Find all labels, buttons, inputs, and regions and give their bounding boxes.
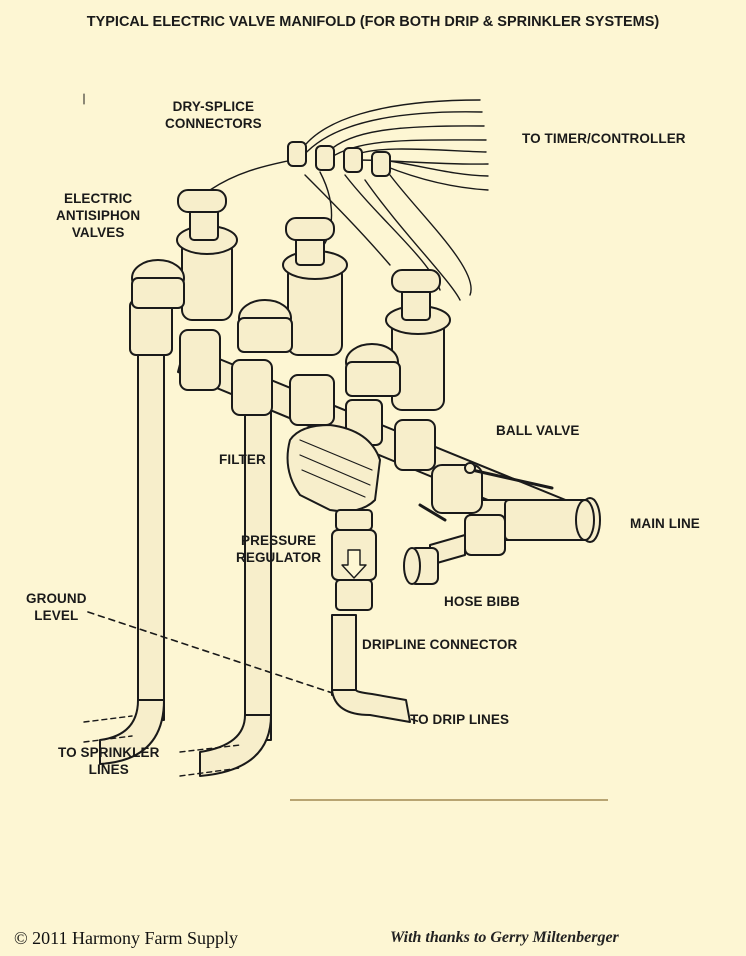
hose-bibb bbox=[404, 505, 505, 584]
filter-body bbox=[288, 425, 380, 511]
drip-riser bbox=[332, 615, 410, 722]
label-pressure-regulator: PRESSURE REGULATOR bbox=[236, 532, 321, 566]
label-antisiphon-valves: ELECTRIC ANTISIPHON VALVES bbox=[56, 190, 140, 241]
label-sprinkler-lines: TO SPRINKLER LINES bbox=[58, 744, 159, 778]
label-ground-level: GROUND LEVEL bbox=[26, 590, 87, 624]
dry-splice-connectors bbox=[288, 142, 390, 176]
label-drip-lines: TO DRIP LINES bbox=[410, 711, 509, 728]
label-ball-valve: BALL VALVE bbox=[496, 422, 580, 439]
label-dry-splice: DRY-SPLICE CONNECTORS bbox=[165, 98, 262, 132]
label-filter: FILTER bbox=[219, 451, 266, 468]
label-main-line: MAIN LINE bbox=[630, 515, 700, 532]
antisiphon-valve-1 bbox=[132, 190, 237, 320]
label-hose-bibb: HOSE BIBB bbox=[444, 593, 520, 610]
label-dripline-connector: DRIPLINE CONNECTOR bbox=[362, 636, 517, 653]
credit-text: With thanks to Gerry Miltenberger bbox=[390, 929, 619, 947]
antisiphon-valve-3 bbox=[346, 270, 450, 410]
antisiphon-valve-2 bbox=[238, 218, 347, 355]
label-timer-controller: TO TIMER/CONTROLLER bbox=[522, 130, 686, 147]
main-line-pipe bbox=[505, 500, 594, 540]
pressure-regulator bbox=[332, 510, 376, 610]
copyright-text: © 2011 Harmony Farm Supply bbox=[14, 928, 238, 949]
